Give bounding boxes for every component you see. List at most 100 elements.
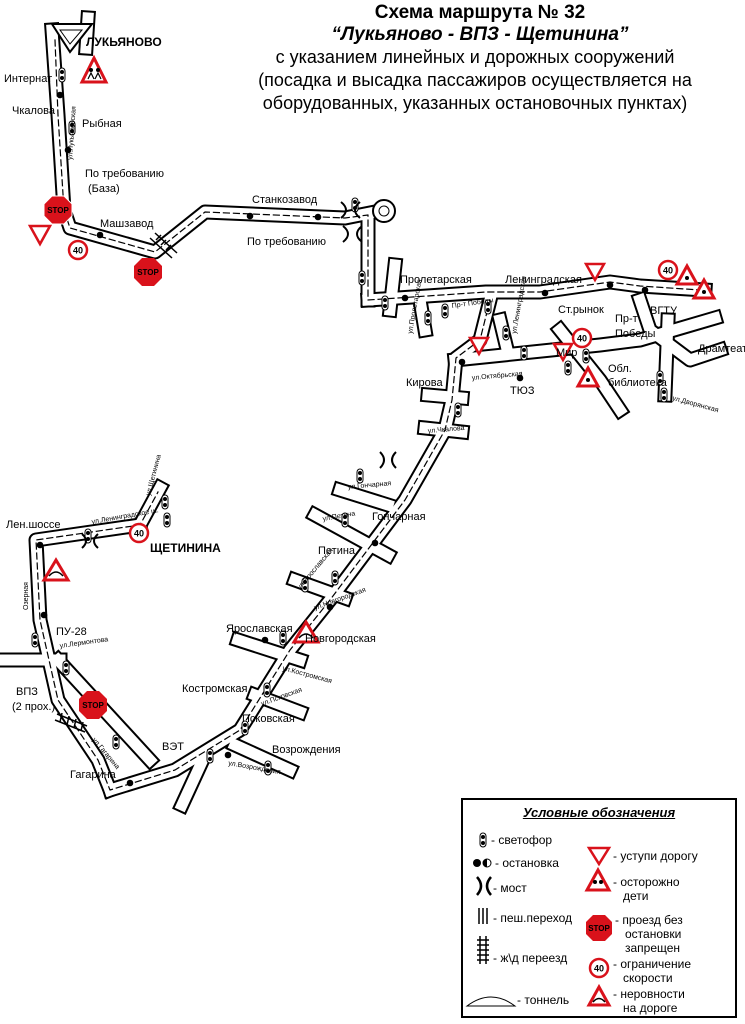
stop-label-obl-1: Обл. xyxy=(608,363,632,375)
legend-no-through-1: - проезд без xyxy=(615,913,683,927)
bus-stop-icon xyxy=(371,539,379,547)
stop-labels: Интернат Чкалова Рыбная По требованию (Б… xyxy=(4,73,745,781)
traffic-light-icon xyxy=(358,270,366,286)
yield-sign-icon xyxy=(583,262,607,283)
traffic-light-icon xyxy=(660,387,668,403)
children-sign-icon xyxy=(79,54,109,84)
stop-label-mashzavod: Машзавод xyxy=(100,218,154,230)
stop-label-vpz-1: ВПЗ xyxy=(16,686,38,698)
stop-label-st-rynok: Ст.рынок xyxy=(558,304,604,316)
traffic-light-icon xyxy=(502,325,510,341)
bus-stop-icon xyxy=(314,213,322,221)
stop-signs: STOP STOP STOP xyxy=(43,195,162,719)
bus-stop-icon xyxy=(40,611,48,619)
railway-crossing-icon xyxy=(149,232,178,259)
traffic-light-icon xyxy=(161,494,169,510)
legend-railway: - ж\д переезд xyxy=(493,951,568,965)
stop-label-proletarskaya: Пролетарская xyxy=(400,274,472,286)
svg-text:STOP: STOP xyxy=(137,268,159,277)
bus-stop-icon xyxy=(473,858,492,868)
terminal-lukyanovo: ЛУКЬЯНОВО xyxy=(86,35,162,49)
traffic-light-icon xyxy=(520,345,528,361)
bus-stop-icon xyxy=(96,231,104,239)
street-label: ул.Костромская xyxy=(281,665,332,685)
traffic-light-icon xyxy=(112,734,120,750)
stop-label-kirova: Кирова xyxy=(406,377,444,389)
stop-label-po-treb-baza-2: (База) xyxy=(88,183,120,195)
title-line5: оборудованных, указанных остановочных пу… xyxy=(262,93,688,113)
bump-signs xyxy=(41,557,321,644)
speed-signs: 40 40 40 40 xyxy=(67,239,679,544)
legend-heading: Условные обозначения xyxy=(522,805,676,820)
railway-crossings xyxy=(54,232,178,733)
stop-label-vgtu: ВГТУ xyxy=(650,305,678,317)
stop-label-novgorodskaya: Новгородская xyxy=(305,633,376,645)
speed-limit-sign-icon: 40 xyxy=(588,957,610,979)
children-sign-icon xyxy=(691,276,717,300)
stop-label-vet: ВЭТ xyxy=(162,741,184,753)
stop-label-tyuz: ТЮЗ xyxy=(510,385,535,397)
stop-label-dramteatr: Драмтеатр xyxy=(698,343,745,355)
traffic-light-icon xyxy=(62,660,70,676)
legend-no-through-2: остановки xyxy=(625,927,682,941)
street-label: ул.Дворянская xyxy=(671,395,719,414)
svg-text:40: 40 xyxy=(577,334,587,344)
traffic-light-icon xyxy=(206,748,214,764)
svg-text:STOP: STOP xyxy=(588,924,610,933)
road-bump-sign-icon xyxy=(586,983,612,1007)
bus-stop-icon xyxy=(126,779,134,787)
traffic-light-icon xyxy=(263,682,271,698)
bus-stop-icon xyxy=(56,91,64,99)
stop-label-len-shosse: Лен.шоссе xyxy=(6,519,61,531)
stop-label-vozrozhdeniya: Возрождения xyxy=(272,744,341,756)
children-sign-icon xyxy=(674,262,700,286)
legend-tunnel: - тоннель xyxy=(517,993,570,1007)
children-sign-icon xyxy=(575,364,601,388)
stop-label-mir: Мир xyxy=(556,347,577,359)
children-sign-icon xyxy=(584,866,612,892)
stop-label-stankozavod: Станкозавод xyxy=(252,194,318,206)
stop-sign-icon: STOP xyxy=(134,258,162,286)
svg-text:40: 40 xyxy=(663,266,673,276)
legend: Условные обозначения xyxy=(461,798,737,1018)
stop-label-internat: Интернат xyxy=(4,73,52,85)
stop-label-pr-pobedy-2: Победы xyxy=(615,328,655,340)
stop-label-kostromskaya: Костромская xyxy=(182,683,248,695)
stop-label-po-treb-baza-1: По требованию xyxy=(85,168,164,180)
children-signs xyxy=(79,54,717,388)
traffic-light-icon xyxy=(31,632,39,648)
railway-crossing-icon xyxy=(54,712,88,733)
railway-crossing-icon xyxy=(477,936,489,964)
svg-text:40: 40 xyxy=(594,964,604,974)
bridge-icon xyxy=(379,451,397,469)
stop-label-rybnaya: Рыбная xyxy=(82,118,122,130)
stop-sign-icon: STOP xyxy=(79,691,107,719)
legend-children-2: дети xyxy=(623,889,649,903)
bridge-icon xyxy=(81,533,99,549)
street-label: ул.Гончарная xyxy=(348,480,392,491)
traffic-light-icon xyxy=(479,832,487,848)
speed-limit-sign-icon: 40 xyxy=(128,522,150,544)
street-label: ул.Лукьяновская xyxy=(67,106,78,160)
legend-speed-2: скорости xyxy=(623,971,673,985)
title-line3: с указанием линейных и дорожных сооружен… xyxy=(275,47,675,67)
legend-no-through-3: запрещен xyxy=(625,941,681,955)
title-route-number: Схема маршрута № 32 xyxy=(374,2,586,23)
stop-label-petina: Петина xyxy=(318,545,356,557)
svg-text:40: 40 xyxy=(134,529,144,539)
traffic-light-icon xyxy=(564,360,572,376)
stop-label-goncharnaya: Гончарная xyxy=(372,511,426,523)
legend-children-1: - осторожно xyxy=(613,875,680,889)
stop-label-pu28: ПУ-28 xyxy=(56,626,87,638)
tunnel-icon xyxy=(465,996,517,1007)
yield-sign-icon xyxy=(467,336,491,357)
traffic-light-icon xyxy=(331,570,339,586)
bus-stop-icon xyxy=(36,541,44,549)
stop-sign-icon: STOP xyxy=(586,915,612,941)
legend-traffic-light: - светофор xyxy=(491,833,553,847)
yield-sign-icon xyxy=(27,224,53,247)
speed-limit-sign-icon: 40 xyxy=(657,259,679,281)
terminal-shchetinina: ЩЕТИНИНА xyxy=(150,541,221,555)
road-bump-sign-icon xyxy=(41,557,71,582)
